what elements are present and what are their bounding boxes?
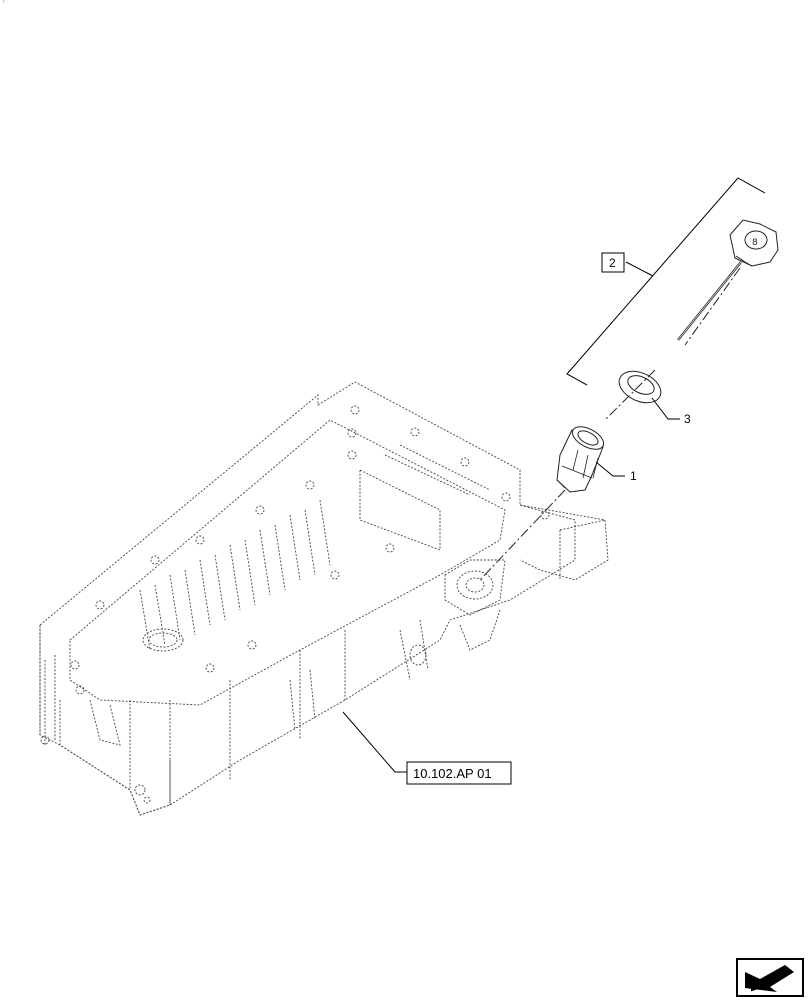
callout-1-label: 1 (630, 469, 637, 483)
flange-bolt-holes (40, 405, 550, 804)
corner-mark: ` (2, 0, 6, 9)
kit-bracket (566, 177, 766, 386)
callout-2: 2 (601, 252, 625, 273)
callout-3: 3 (651, 397, 691, 426)
dipstick-part: 8 (677, 219, 779, 341)
assembly-center-line (479, 267, 741, 581)
reference-callout[interactable]: 10.102.AP 01 (342, 711, 512, 785)
callout-3-label: 3 (684, 412, 691, 426)
reference-box-label: 10.102.AP 01 (413, 766, 492, 781)
callout-1: 1 (595, 461, 637, 483)
callout-2-label: 2 (609, 256, 616, 270)
next-page-arrow-icon[interactable] (736, 958, 804, 997)
sealing-ring-part (618, 370, 662, 404)
dipstick-tube-part (556, 426, 605, 493)
svg-text:8: 8 (752, 238, 758, 248)
oil-pan-illustration (39, 381, 609, 816)
